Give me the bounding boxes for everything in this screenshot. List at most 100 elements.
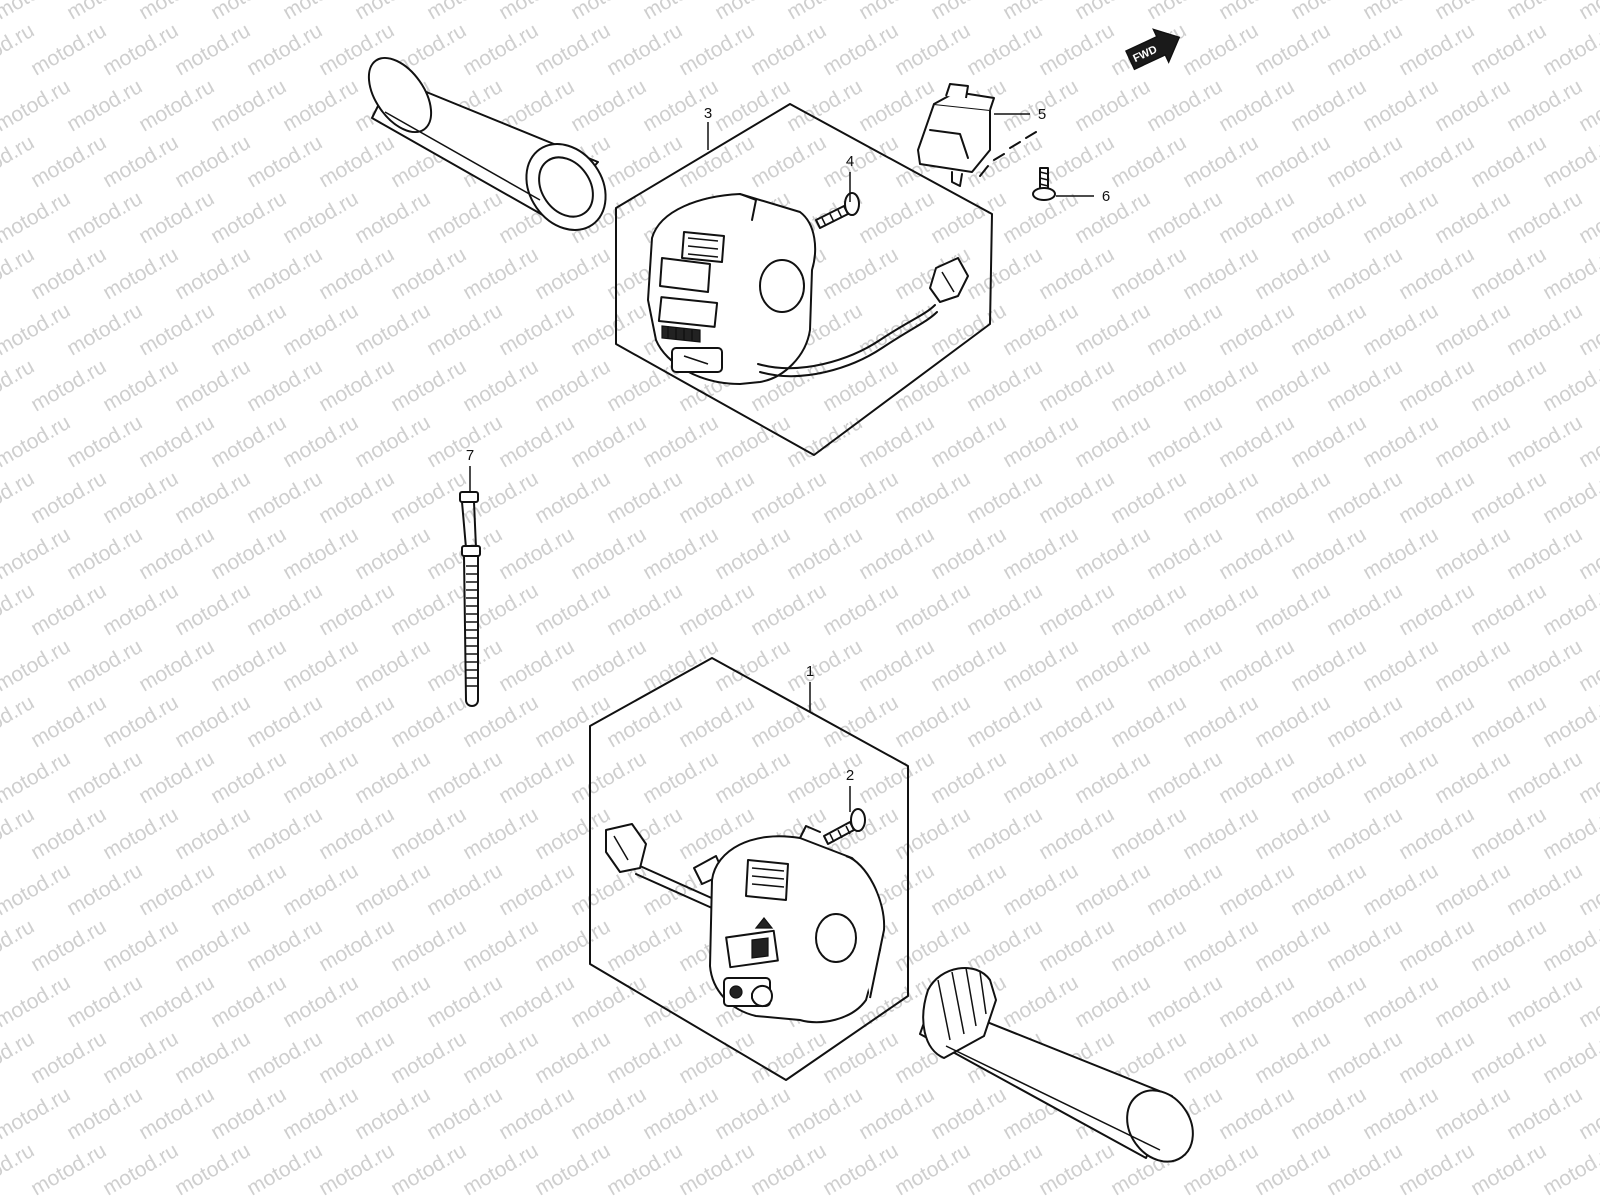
watermark-text: motod.ru: [135, 1083, 218, 1144]
watermark-text: motod.ru: [0, 75, 74, 136]
watermark-text: motod.ru: [243, 915, 326, 976]
watermark-text: motod.ru: [999, 0, 1082, 24]
watermark-text: motod.ru: [927, 1083, 1010, 1144]
watermark-text: motod.ru: [567, 1083, 650, 1144]
watermark-text: motod.ru: [351, 187, 434, 248]
watermark-text: motod.ru: [639, 411, 722, 472]
watermark-text: motod.ru: [1503, 971, 1586, 1032]
watermark-text: motod.ru: [1323, 467, 1406, 528]
watermark-text: motod.ru: [1071, 0, 1154, 24]
watermark-text: motod.ru: [1575, 0, 1600, 24]
watermark-text: motod.ru: [783, 523, 866, 584]
watermark-text: motod.ru: [1251, 691, 1334, 752]
watermark-text: motod.ru: [1287, 411, 1370, 472]
watermark-text: motod.ru: [135, 411, 218, 472]
watermark-text: motod.ru: [819, 1027, 902, 1088]
watermark-text: motod.ru: [963, 355, 1046, 416]
watermark-text: motod.ru: [1287, 635, 1370, 696]
watermark-text: motod.ru: [927, 859, 1010, 920]
watermark-text: motod.ru: [1251, 803, 1334, 864]
watermark-text: motod.ru: [927, 747, 1010, 808]
watermark-text: motod.ru: [1215, 747, 1298, 808]
watermark-text: motod.ru: [963, 243, 1046, 304]
watermark-text: motod.ru: [1035, 579, 1118, 640]
watermark-text: motod.ru: [603, 467, 686, 528]
watermark-text: motod.ru: [1251, 1139, 1334, 1200]
watermark-text: motod.ru: [99, 803, 182, 864]
watermark-text: motod.ru: [531, 579, 614, 640]
watermark-text: motod.ru: [27, 467, 110, 528]
watermark-text: motod.ru: [1143, 187, 1226, 248]
watermark-text: motod.ru: [747, 1139, 830, 1200]
watermark-text: motod.ru: [1431, 747, 1514, 808]
watermark-text: motod.ru: [315, 1027, 398, 1088]
watermark-text: motod.ru: [1251, 467, 1334, 528]
watermark-text: motod.ru: [135, 187, 218, 248]
watermark-text: motod.ru: [351, 523, 434, 584]
watermark-text: motod.ru: [1395, 579, 1478, 640]
watermark-text: motod.ru: [927, 523, 1010, 584]
watermark-text: motod.ru: [927, 635, 1010, 696]
watermark-text: motod.ru: [1143, 635, 1226, 696]
watermark-text: motod.ru: [99, 1139, 182, 1200]
watermark-text: motod.ru: [135, 859, 218, 920]
watermark-text: motod.ru: [1323, 579, 1406, 640]
watermark-text: motod.ru: [135, 523, 218, 584]
watermark-text: motod.ru: [135, 75, 218, 136]
watermark-text: motod.ru: [1143, 411, 1226, 472]
watermark-text: motod.ru: [1035, 691, 1118, 752]
watermark-text: motod.ru: [279, 187, 362, 248]
watermark-text: motod.ru: [639, 747, 722, 808]
watermark-text: motod.ru: [171, 355, 254, 416]
watermark-text: motod.ru: [1359, 1083, 1442, 1144]
watermark-text: motod.ru: [315, 467, 398, 528]
watermark-text: motod.ru: [27, 1027, 110, 1088]
watermark-text: motod.ru: [207, 523, 290, 584]
watermark-text: motod.ru: [1215, 411, 1298, 472]
watermark-text: motod.ru: [1215, 1083, 1298, 1144]
watermark-text: motod.ru: [1143, 75, 1226, 136]
watermark-text: motod.ru: [855, 187, 938, 248]
watermark-text: motod.ru: [783, 0, 866, 24]
watermark-text: motod.ru: [1359, 635, 1442, 696]
watermark-text: motod.ru: [531, 803, 614, 864]
watermark-text: motod.ru: [567, 0, 650, 24]
watermark-text: motod.ru: [1035, 467, 1118, 528]
watermark-text: motod.ru: [99, 243, 182, 304]
watermark-text: motod.ru: [243, 243, 326, 304]
watermark-text: motod.ru: [1107, 243, 1190, 304]
callout-7: 7: [466, 447, 474, 464]
watermark-text: motod.ru: [459, 243, 542, 304]
watermark-text: motod.ru: [351, 0, 434, 24]
watermark-text: motod.ru: [567, 635, 650, 696]
watermark-text: motod.ru: [1143, 971, 1226, 1032]
watermark-text: motod.ru: [0, 971, 74, 1032]
watermark-text: motod.ru: [99, 915, 182, 976]
watermark-text: motod.ru: [1071, 523, 1154, 584]
watermark-text: motod.ru: [783, 411, 866, 472]
watermark-text: motod.ru: [99, 1027, 182, 1088]
watermark-text: motod.ru: [1035, 19, 1118, 80]
watermark-text: motod.ru: [1539, 19, 1600, 80]
left-grip-drawing: [367, 56, 607, 231]
watermark-text: motod.ru: [1431, 187, 1514, 248]
watermark-text: motod.ru: [531, 467, 614, 528]
watermark-text: motod.ru: [675, 467, 758, 528]
watermark-text: motod.ru: [567, 971, 650, 1032]
watermark-text: motod.ru: [1467, 803, 1550, 864]
watermark-text: motod.ru: [963, 691, 1046, 752]
watermark-text: motod.ru: [675, 131, 758, 192]
callout-4: 4: [846, 153, 854, 170]
watermark-text: motod.ru: [675, 1139, 758, 1200]
watermark-text: motod.ru: [1395, 803, 1478, 864]
watermark-text: motod.ru: [855, 1083, 938, 1144]
watermark-text: motod.ru: [1467, 1027, 1550, 1088]
right-switch-assembly-box: [589, 657, 909, 1081]
watermark-text: motod.ru: [243, 803, 326, 864]
watermark-text: motod.ru: [1359, 747, 1442, 808]
watermark-text: motod.ru: [855, 635, 938, 696]
watermark-text: motod.ru: [27, 243, 110, 304]
watermark-text: motod.ru: [1143, 747, 1226, 808]
watermark-text: motod.ru: [1359, 859, 1442, 920]
watermark-text: motod.ru: [639, 1083, 722, 1144]
